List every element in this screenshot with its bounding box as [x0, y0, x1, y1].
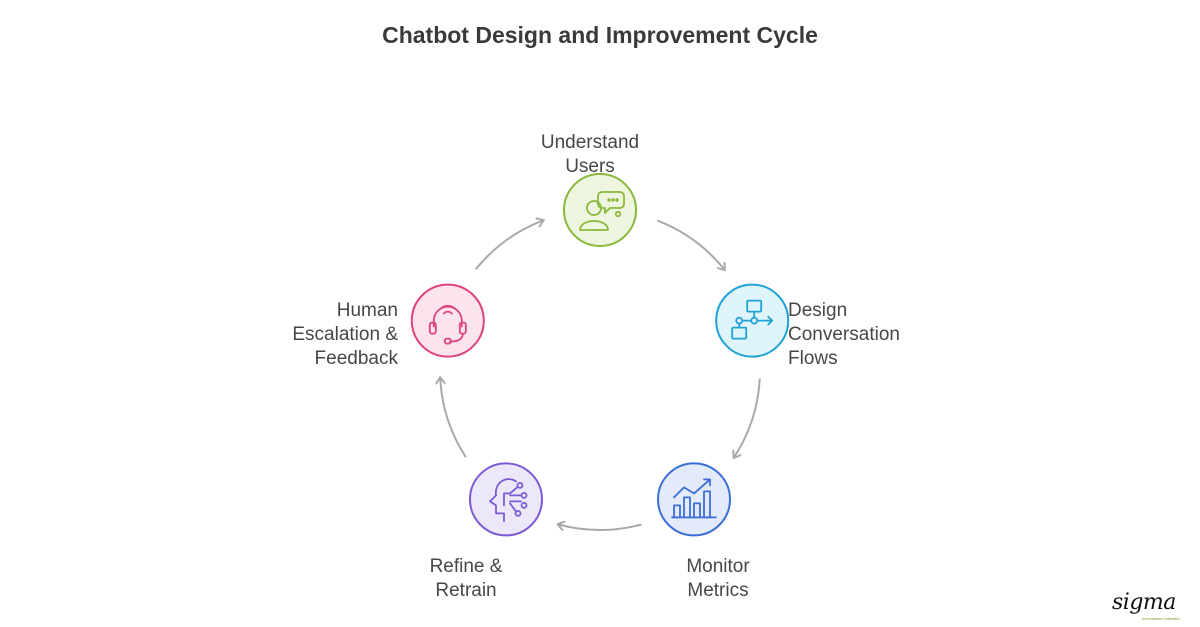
step-label-line: Refine &	[429, 556, 503, 577]
flowchart-icon	[731, 299, 774, 340]
logo-tagline: innovations unlimited	[1142, 616, 1180, 621]
step-circle-design	[715, 283, 790, 358]
page-title: Chatbot Design and Improvement Cycle	[382, 22, 818, 48]
step-label-line: Conversation	[788, 324, 900, 345]
step-node-monitor	[657, 462, 731, 537]
cycle-arrow	[656, 219, 724, 270]
step-label-line: Feedback	[314, 348, 398, 369]
step-label-line: Retrain	[435, 580, 497, 601]
cycle-arrow	[440, 378, 467, 458]
step-label-line: Human	[336, 300, 398, 321]
user-speech-bubble-icon	[579, 191, 625, 231]
step-circle-refine	[469, 462, 543, 537]
cycle-arrow	[734, 378, 761, 457]
bar-chart-trend-icon	[671, 478, 717, 519]
step-label-line: Users	[565, 156, 615, 177]
headset-icon	[428, 304, 467, 345]
step-node-design	[715, 283, 790, 358]
step-label-refine: Refine & Retrain	[404, 555, 528, 603]
step-label-line: Escalation &	[292, 324, 398, 345]
step-label-line: Understand	[540, 132, 640, 153]
step-circle-monitor	[657, 462, 731, 537]
step-label-line: Metrics	[687, 580, 749, 601]
step-node-human	[410, 283, 485, 358]
head-circuit-icon	[489, 478, 528, 523]
cycle-arrow	[559, 525, 642, 531]
step-node-refine	[469, 462, 543, 537]
sigma-logo: sigma innovations unlimited	[1112, 590, 1192, 621]
step-label-line: Design	[788, 300, 848, 321]
step-label-line: Flows	[788, 348, 838, 369]
step-node-understand	[563, 173, 637, 247]
step-label-line: Monitor	[686, 556, 750, 577]
logo-word: sigma	[1112, 590, 1176, 615]
step-circle-human	[410, 283, 485, 358]
cycle-arrow	[474, 221, 543, 270]
